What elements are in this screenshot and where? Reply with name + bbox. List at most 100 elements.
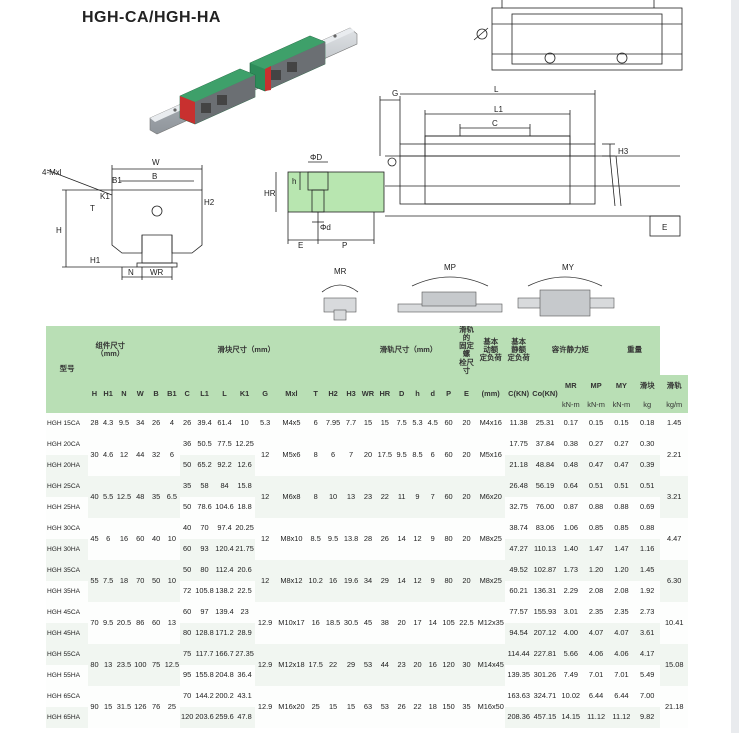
table-cell: 171.2 bbox=[215, 628, 234, 638]
table-cell: 30 bbox=[90, 449, 99, 459]
table-cell: HGH 45CA bbox=[47, 608, 80, 616]
table-cell: 37.84 bbox=[535, 439, 555, 449]
my-icon bbox=[517, 289, 615, 317]
table-cell: 7 bbox=[348, 449, 354, 459]
table-cell: 15 bbox=[328, 701, 338, 711]
table-cell: 16 bbox=[328, 575, 338, 585]
table-cell: 0.85 bbox=[614, 523, 629, 533]
table-cell: 50 bbox=[151, 575, 161, 585]
table-cell: 1.92 bbox=[640, 586, 655, 596]
table-cell: 0.87 bbox=[563, 502, 578, 512]
table-cell: 100 bbox=[134, 659, 147, 669]
table-cell: 25.31 bbox=[535, 418, 555, 428]
table-cell: 61.4 bbox=[217, 418, 232, 428]
table-cell: 120.4 bbox=[215, 544, 234, 554]
table-cell: 44 bbox=[136, 449, 145, 459]
table-cell: 2.35 bbox=[588, 607, 604, 617]
table-cell: 25 bbox=[167, 701, 176, 711]
table-cell: 0.39 bbox=[640, 460, 655, 470]
table-cell: 6 bbox=[430, 449, 435, 459]
table-cell: 0.88 bbox=[640, 523, 655, 533]
table-cell: HGH 65CA bbox=[47, 692, 80, 700]
label-b: B bbox=[152, 172, 157, 181]
header-stat: 基本静额定负荷 bbox=[505, 326, 532, 375]
column-header: (mm) bbox=[475, 374, 506, 413]
table-cell: 20 bbox=[462, 533, 471, 543]
column-header: WR bbox=[360, 374, 376, 413]
label-4mxl: 4-Mxl bbox=[42, 168, 62, 177]
column-header: C bbox=[179, 374, 195, 413]
column-header: H3 bbox=[342, 374, 361, 413]
table-cell: 0.88 bbox=[588, 502, 604, 512]
table-cell: 70 bbox=[183, 691, 192, 701]
table-cell: HGH 35CA bbox=[47, 566, 80, 574]
table-cell: 30 bbox=[462, 659, 471, 669]
side-view-drawing: G L L1 C H3 E bbox=[379, 85, 681, 237]
column-header: T bbox=[307, 374, 325, 413]
table-cell: 35 bbox=[462, 701, 471, 711]
table-cell: 105 bbox=[442, 617, 455, 627]
table-cell: 22.5 bbox=[459, 617, 474, 627]
table-cell: 12 bbox=[413, 575, 422, 585]
table-cell: 10 bbox=[328, 491, 338, 501]
table-cell: 13 bbox=[104, 659, 113, 669]
table-cell: 7.5 bbox=[396, 418, 407, 428]
table-cell: 324.71 bbox=[533, 691, 557, 701]
table-cell: 21.75 bbox=[235, 544, 254, 554]
unit-header: kN-m bbox=[558, 396, 584, 413]
table-cell: 1.40 bbox=[563, 544, 578, 554]
table-cell: M8x25 bbox=[479, 533, 502, 543]
header-dyn: 基本动额定负荷 bbox=[475, 326, 506, 375]
table-cell: 139.35 bbox=[507, 670, 530, 680]
table-cell: 76.00 bbox=[535, 502, 555, 512]
table-cell: 15 bbox=[104, 701, 113, 711]
table-cell: 27.35 bbox=[235, 649, 254, 659]
header-rail: 滑轨尺寸（mm） bbox=[360, 326, 457, 375]
label-phi-d-small: Φd bbox=[320, 223, 331, 232]
table-cell: 4.47 bbox=[667, 533, 682, 543]
table-cell: 95 bbox=[183, 670, 192, 680]
table-cell: 9.5 bbox=[327, 533, 339, 543]
table-cell: 0.47 bbox=[588, 460, 604, 470]
column-header: N bbox=[115, 374, 133, 413]
table-cell: 4.3 bbox=[103, 418, 114, 428]
table-cell: 14 bbox=[428, 617, 437, 627]
table-cell: 92.2 bbox=[217, 460, 232, 470]
table-cell: M12x18 bbox=[278, 659, 305, 669]
table-cell: 94.54 bbox=[509, 628, 528, 638]
table-cell: 23 bbox=[240, 607, 249, 617]
table-cell: 23 bbox=[397, 659, 406, 669]
table-cell: HGH 20CA bbox=[47, 440, 80, 448]
table-cell: 6 bbox=[313, 418, 318, 428]
table-cell: 26 bbox=[380, 533, 389, 543]
table-cell: 204.8 bbox=[215, 670, 234, 680]
unit-header: kg bbox=[634, 396, 661, 413]
label-n: N bbox=[128, 268, 134, 277]
table-cell: 4.6 bbox=[103, 449, 114, 459]
table-cell: 7.01 bbox=[588, 670, 604, 680]
column-header: H bbox=[88, 374, 101, 413]
table-cell: 38 bbox=[380, 617, 389, 627]
table-cell: 9.5 bbox=[118, 418, 130, 428]
table-cell: 40 bbox=[151, 533, 161, 543]
table-cell: 6 bbox=[331, 449, 336, 459]
table-cell: 8.5 bbox=[412, 449, 423, 459]
table-cell: HGH 65HA bbox=[47, 713, 80, 721]
table-cell: 15 bbox=[346, 701, 356, 711]
table-cell: 80 bbox=[200, 565, 209, 575]
table-cell: 0.51 bbox=[588, 481, 604, 491]
table-cell: 5.3 bbox=[259, 418, 271, 428]
table-cell: 12.5 bbox=[164, 659, 180, 669]
table-cell: 20.25 bbox=[235, 523, 254, 533]
label-p: P bbox=[342, 241, 347, 250]
product-photo bbox=[149, 27, 358, 135]
table-cell: 259.6 bbox=[215, 712, 234, 722]
table-cell: 301.26 bbox=[533, 670, 557, 680]
table-cell: 163.63 bbox=[507, 691, 530, 701]
table-cell: 13.8 bbox=[343, 533, 359, 543]
table-cell: 28 bbox=[363, 533, 373, 543]
table-cell: 25 bbox=[311, 701, 320, 711]
